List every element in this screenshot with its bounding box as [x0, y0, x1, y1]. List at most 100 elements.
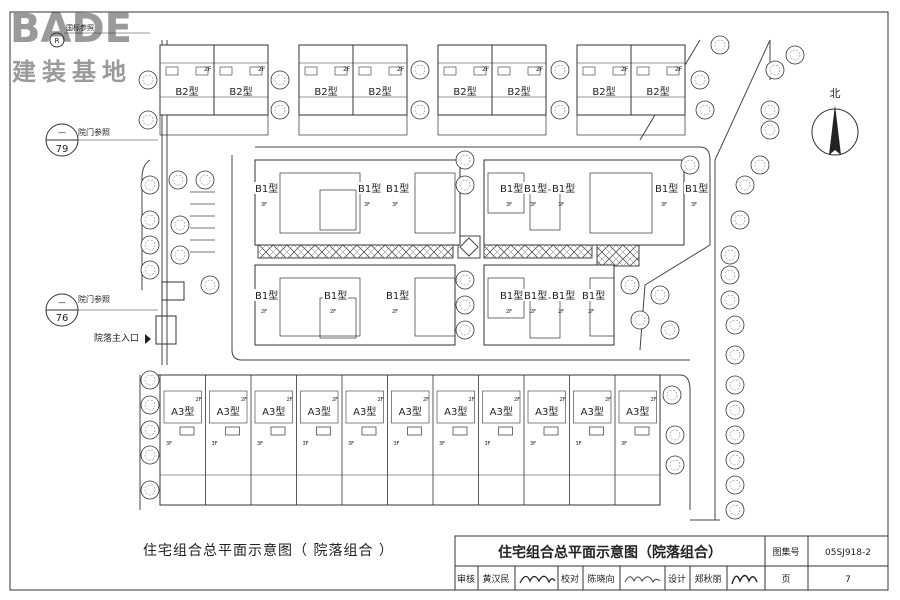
floor-label: 3F [530, 202, 536, 208]
unit-type-label: A3型 [171, 405, 194, 418]
unit-type-label: A3型 [399, 405, 422, 418]
designer-name: 郑秋丽 [694, 573, 721, 585]
tree-icon [138, 110, 158, 130]
tree-icon [140, 480, 160, 500]
reviewer-signature [519, 575, 556, 584]
tree-icon [140, 420, 160, 440]
title-block-title: 住宅组合总平面示意图（院落组合） [498, 544, 722, 561]
floor-label-2f: 2F [258, 66, 266, 73]
tree-icon [455, 320, 475, 340]
floor-label: 3F [364, 202, 370, 208]
floor-label: 3F [558, 202, 564, 208]
logo-subtitle: 建装基地 [12, 58, 132, 86]
unit-type-label: B1型 [500, 182, 523, 195]
drawing-caption: 住宅组合总平面示意图（ 院落组合 ） [143, 542, 394, 559]
unit-type-label: B2型 [314, 85, 337, 98]
tree-icon [140, 175, 160, 195]
atlas-label: 图集号 [772, 546, 799, 558]
designer-signature [731, 574, 758, 585]
unit-type-label: B1型 [685, 182, 708, 195]
b1-unit: B1型 3F [654, 182, 679, 208]
unit-type-label: A3型 [308, 405, 331, 418]
gate-ref-label: 国标参照 [66, 23, 94, 32]
tree-icon [410, 60, 430, 80]
tree-icon [725, 345, 745, 365]
unit-type-label: A3型 [444, 405, 467, 418]
tree-icon [660, 320, 680, 340]
tree-icon [140, 445, 160, 465]
unit-type-label: B2型 [507, 85, 530, 98]
tree-icon [662, 385, 682, 405]
svg-text:R: R [55, 37, 60, 45]
floor-label-3f: 3F [212, 441, 218, 447]
unit-type-label: B1型 [255, 182, 278, 195]
tree-icon [270, 100, 290, 120]
trees [138, 35, 805, 520]
unit-type-label: B1型 [655, 182, 678, 195]
unit-type-label: A3型 [581, 405, 604, 418]
tree-icon [765, 60, 785, 80]
tree-icon [725, 400, 745, 420]
tree-icon [725, 500, 745, 520]
floor-label-2f: 2F [469, 397, 475, 403]
floor-label-2f: 2F [675, 66, 683, 73]
tree-icon [410, 100, 430, 120]
unit-type-label: B1型 [255, 289, 278, 302]
tree-icon [170, 215, 190, 235]
unit-type-label: B2型 [229, 85, 252, 98]
north-label: 北 [830, 87, 841, 100]
floor-label-3f: 3F [303, 441, 309, 447]
svg-text:76: 76 [56, 313, 69, 324]
floor-label: 3F [506, 202, 512, 208]
main-entrance-label: 院落主入口 [94, 332, 139, 344]
floor-label-3f: 3F [621, 441, 627, 447]
checker-name: 陈晓向 [587, 573, 614, 585]
floor-label-3f: 3F [439, 441, 445, 447]
floor-label-3f: 3F [530, 441, 536, 447]
tree-icon [620, 275, 640, 295]
tree-icon [630, 310, 650, 330]
tree-icon [140, 210, 160, 230]
floor-label: 2F [558, 309, 564, 315]
tree-icon [550, 60, 570, 80]
floor-label: 2F [530, 309, 536, 315]
tree-icon [725, 425, 745, 445]
tree-icon [455, 175, 475, 195]
unit-type-label: B1型 [552, 182, 575, 195]
floor-label: 3F [661, 202, 667, 208]
tree-icon [785, 45, 805, 65]
floor-label-2f: 2F [332, 397, 338, 403]
floor-label-2f: 2F [560, 397, 566, 403]
page-label: 页 [781, 574, 790, 585]
unit-type-label: A3型 [535, 405, 558, 418]
unit-type-label: B1型 [358, 182, 381, 195]
title-block [454, 535, 889, 591]
unit-type-label: B1型 [324, 289, 347, 302]
floor-label-2f: 2F [241, 397, 247, 403]
floor-label-2f: 2F [621, 66, 629, 73]
tree-icon [695, 100, 715, 120]
tree-icon [750, 155, 770, 175]
tree-icon [680, 155, 700, 175]
design-label: 设计 [668, 573, 686, 585]
floor-label-2f: 2F [378, 397, 384, 403]
unit-type-label: B1型 [582, 289, 605, 302]
tree-icon [140, 395, 160, 415]
reviewer-name: 黄汉民 [482, 573, 509, 585]
unit-type-label: A3型 [353, 405, 376, 418]
